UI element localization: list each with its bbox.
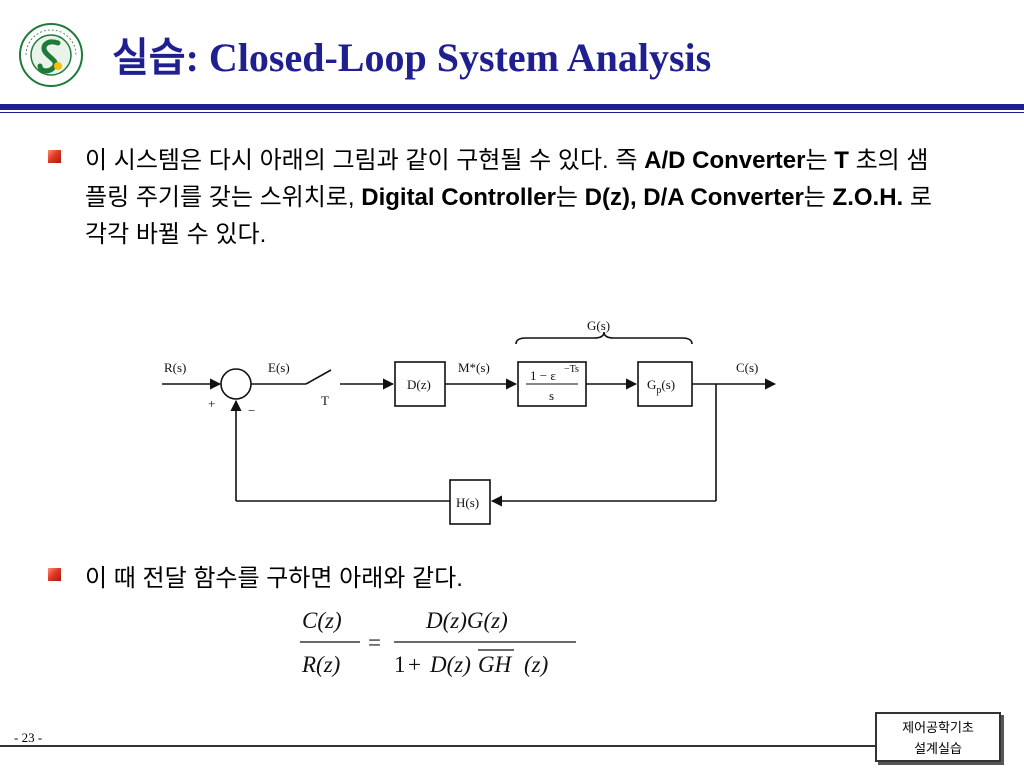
rhs-den-one: 1: [394, 652, 406, 677]
rhs-numerator: D(z)G(z): [425, 608, 508, 633]
text-segment-bold: T: [834, 147, 849, 174]
text-segment: 이 시스템은 다시 아래의 그림과 같이 구현될 수 있다. 즉: [85, 147, 645, 174]
text-segment: 는: [803, 184, 833, 211]
course-label-box: 제어공학기초 설계실습: [875, 712, 1001, 762]
feedback-block: [449, 479, 491, 525]
text-segment: 로 각각 바뀔 수 있다.: [85, 184, 932, 248]
footer-divider: [0, 745, 875, 747]
rhs-den-plus: +: [408, 652, 421, 677]
text-segment-bold: D(z), D/A Converter: [584, 184, 804, 211]
zoh-numerator: 1 − ε: [530, 368, 556, 383]
block-diagram: R(s) E(s) + − T D(z) M*(s) G(s) 1 − ε −T…: [162, 318, 777, 525]
bullet-item-2: 이 때 전달 함수를 구하면 아래와 같다.: [48, 560, 935, 597]
controller-label: D(z): [407, 377, 431, 392]
text-segment: 는: [555, 184, 585, 211]
slide-title: 실습: Closed-Loop System Analysis: [112, 35, 712, 80]
text-segment-bold: Z.O.H.: [832, 184, 904, 211]
plant-label: Gp(s): [647, 377, 675, 396]
bullet-item-1: 이 시스템은 다시 아래의 그림과 같이 구현될 수 있다. 즉 A/D Con…: [48, 142, 935, 253]
output-label: C(s): [736, 360, 758, 375]
lhs-numerator: C(z): [302, 608, 342, 633]
rhs-den-gh: GH: [478, 652, 513, 677]
text-segment: 이 때 전달 함수를 구하면 아래와 같다.: [85, 565, 463, 592]
transfer-function-formula: C(z) R(z) = D(z)G(z) 1 + D(z) GH (z): [300, 608, 576, 677]
bullet-square-icon: [48, 568, 61, 581]
zoh-denominator: s: [549, 388, 554, 403]
error-label: E(s): [268, 360, 290, 375]
course-label-line-1: 제어공학기초: [902, 720, 974, 735]
text-segment: 는: [805, 147, 835, 174]
equals-sign: =: [368, 630, 381, 655]
university-logo: [19, 23, 83, 87]
feedback-label: H(s): [456, 495, 479, 510]
sampler-switch: [305, 369, 332, 385]
rhs-den-z: (z): [524, 652, 548, 677]
rhs-den-dz: D(z): [429, 652, 471, 677]
switch-label: T: [321, 393, 329, 408]
minus-sign: −: [248, 403, 255, 418]
page-number: - 23 -: [14, 730, 43, 745]
sampled-signal-label: M*(s): [458, 360, 490, 375]
text-segment: 초의 샘플링 주기를 갖는 스위치로,: [85, 147, 929, 211]
plus-sign: +: [208, 396, 215, 411]
lhs-denominator: R(z): [301, 652, 340, 677]
group-brace: [515, 331, 693, 345]
course-label-line-2: 설계실습: [914, 741, 962, 756]
zoh-exponent: −Ts: [564, 364, 579, 375]
title-divider: [0, 104, 1024, 110]
bullet-text-1: 이 시스템은 다시 아래의 그림과 같이 구현될 수 있다. 즉 A/D Con…: [85, 142, 935, 253]
bullet-text-2: 이 때 전달 함수를 구하면 아래와 같다.: [85, 560, 935, 597]
title-divider-thin: [0, 112, 1024, 113]
input-label: R(s): [164, 360, 186, 375]
text-segment-bold: Digital Controller: [361, 184, 556, 211]
text-segment-bold: A/D Converter: [644, 147, 806, 174]
group-label: G(s): [587, 318, 610, 333]
summing-junction: [220, 368, 252, 400]
bullet-square-icon: [48, 150, 61, 163]
